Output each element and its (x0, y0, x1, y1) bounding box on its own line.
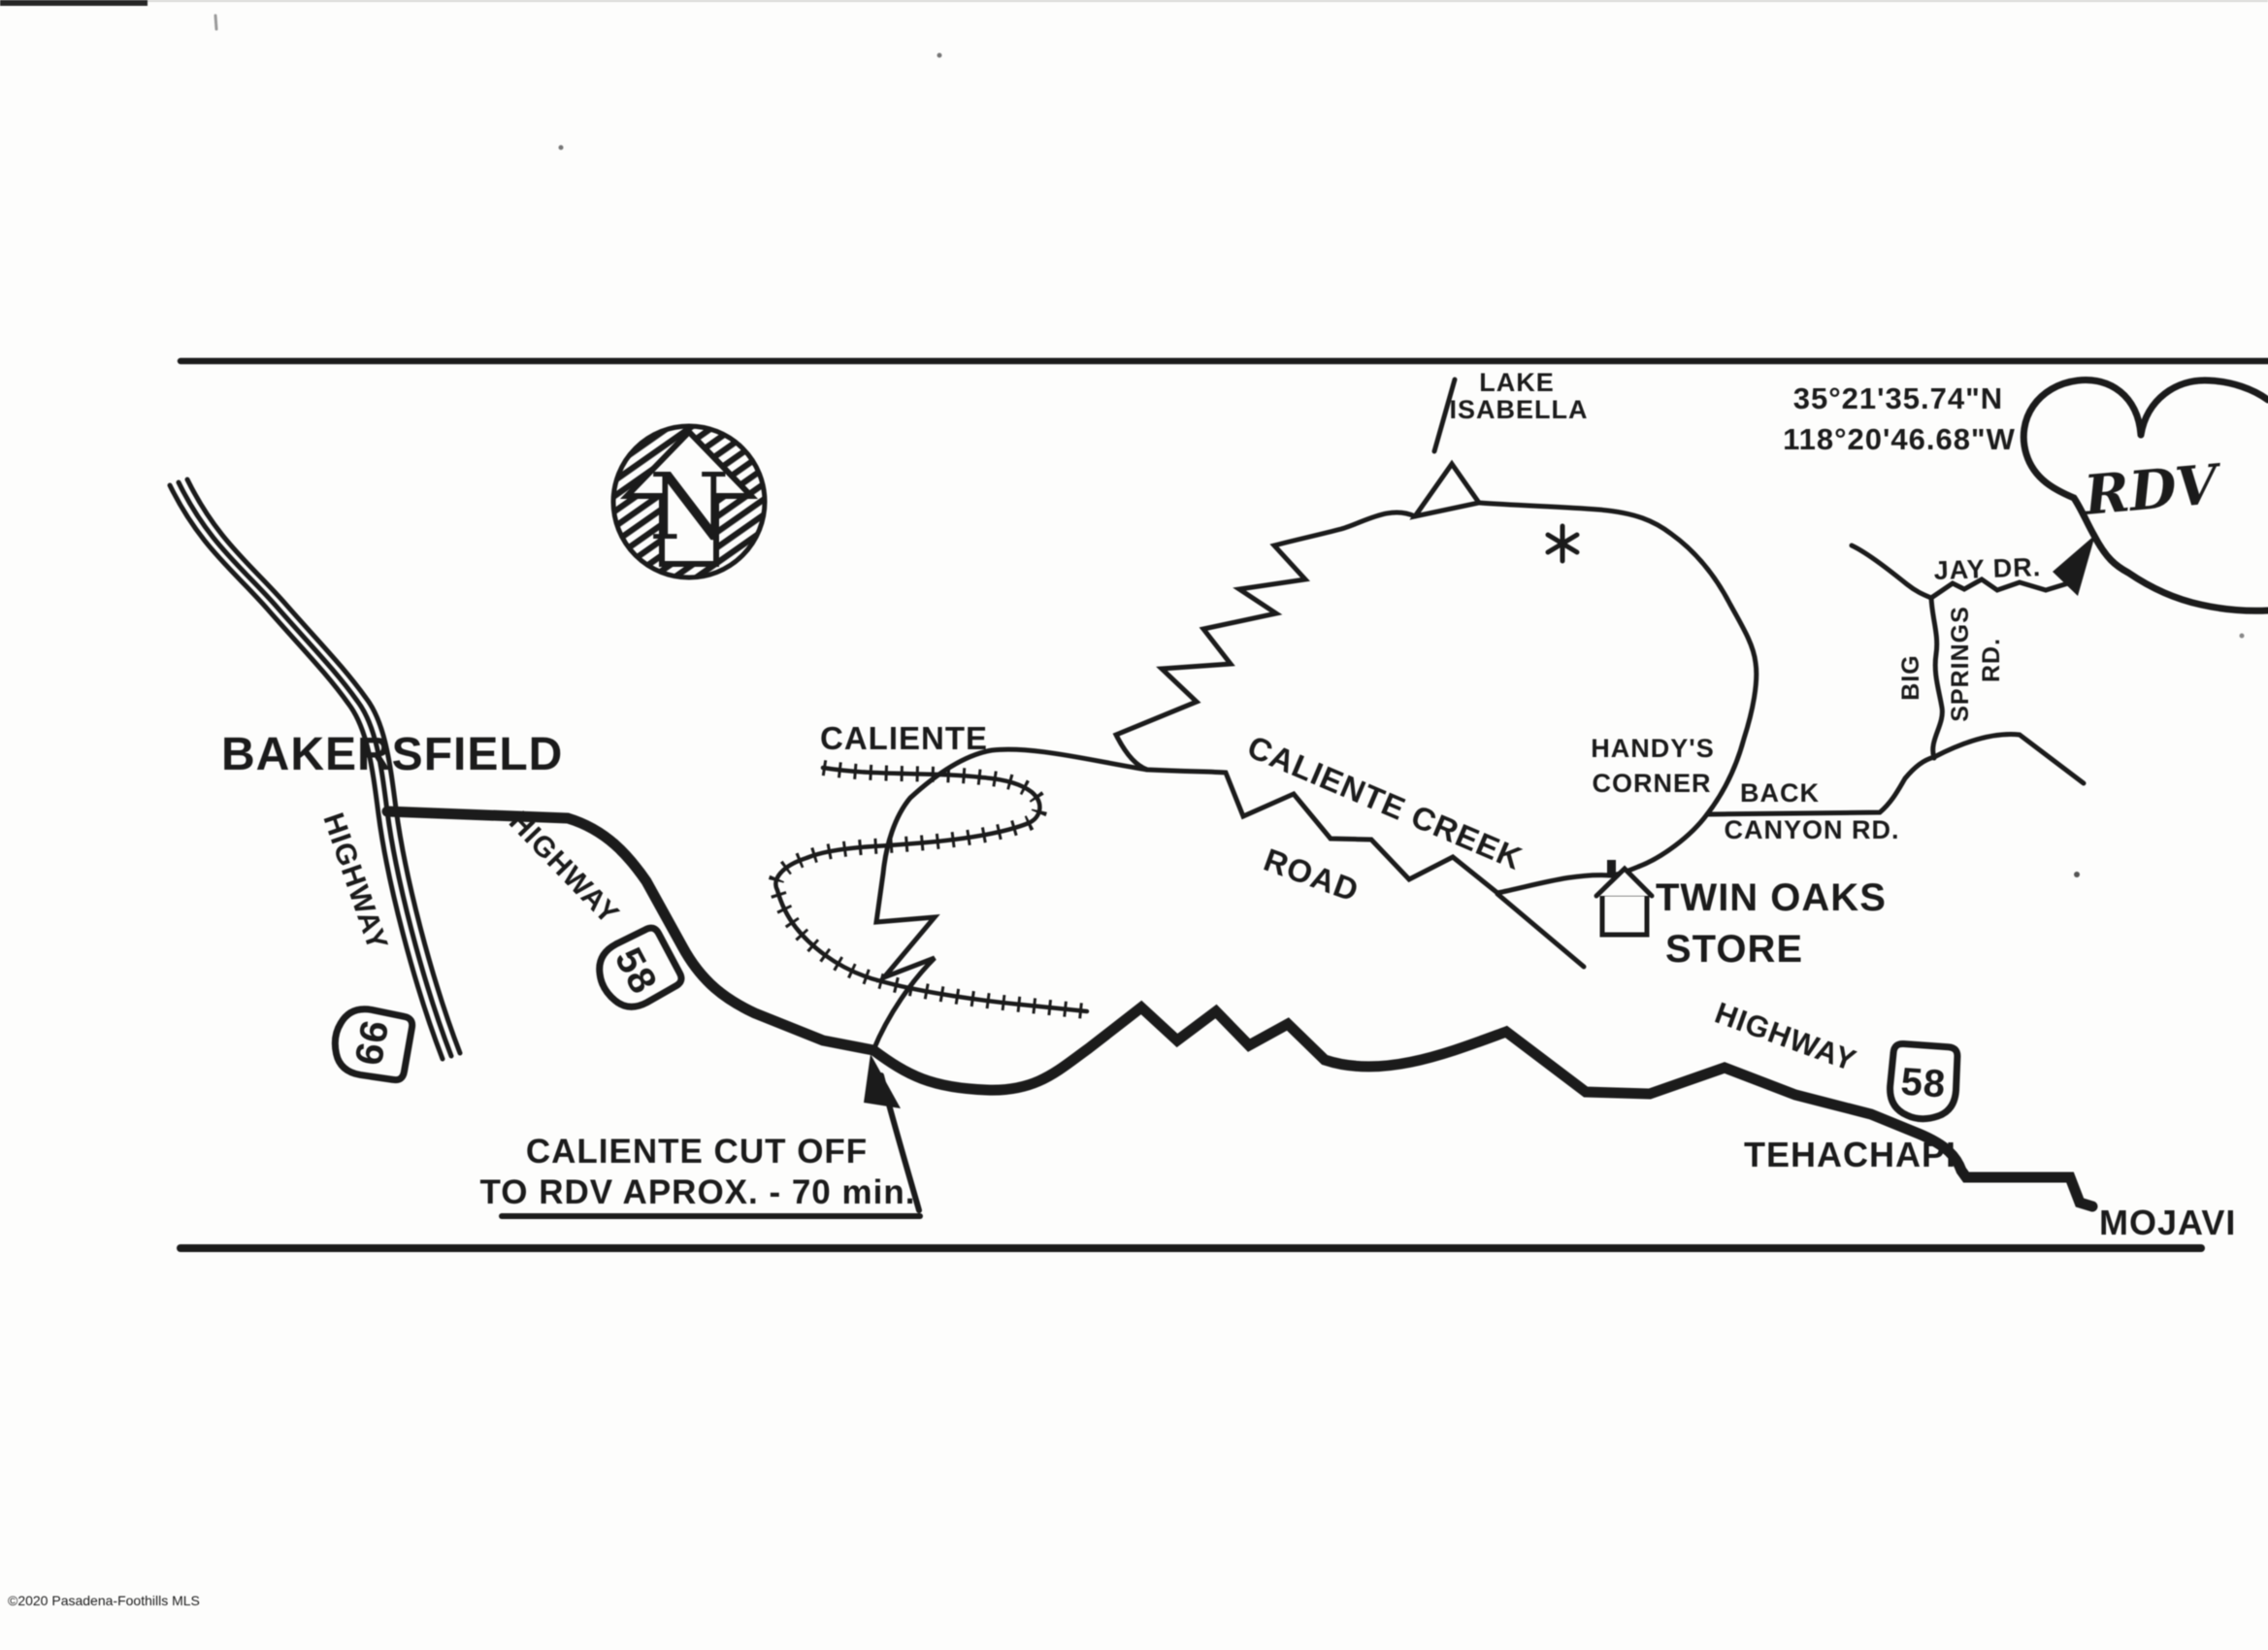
highway-58-west-shield: 58 (589, 924, 685, 1017)
highway-99-shield: 99 (330, 1005, 413, 1082)
tehachapi-label: TEHACHAPI (1744, 1135, 1956, 1174)
north-arrow-icon (619, 427, 759, 567)
jay-drive-label: JAY DR. (1933, 552, 2042, 585)
caliente-label: CALIENTE (820, 720, 988, 756)
back-canyon-line2: CANYON RD. (1724, 815, 1899, 844)
store-house-icon (1594, 860, 1655, 938)
bakersfield-label: BAKERSFIELD (221, 729, 563, 780)
lake-isabella-pointer-line (1431, 377, 1458, 454)
big-springs-word2: SPRINGS (1947, 606, 1974, 722)
highway-58-east-shield-number: 58 (1899, 1060, 1947, 1106)
railroad-track (775, 768, 1087, 1011)
mojave-label: MOJAVI (2099, 1203, 2236, 1242)
asterisk-landmark-icon (1545, 523, 1580, 564)
lake-label-line1: LAKE (1479, 368, 1555, 397)
scan-corner-bar (0, 0, 148, 6)
lake-delta-shape (1409, 459, 1484, 520)
coordinates-lat: 35°21'35.74"N (1793, 381, 2003, 415)
handys-corner-line2: CORNER (1592, 769, 1711, 798)
caliente-creek-road-label: ROAD (1260, 842, 1364, 908)
highway-99-shield-number: 99 (345, 1017, 395, 1069)
cutoff-note-line2: TO RDV APROX. - 70 min. (480, 1173, 916, 1211)
scan-speck (2074, 872, 2080, 877)
big-springs-word3: RD. (1978, 638, 2005, 682)
highway-58-west-label: HIGHWAY (503, 806, 625, 931)
handys-corner-line1: HANDY'S (1591, 734, 1714, 763)
twin-oaks-line1: TWIN OAKS (1656, 876, 1887, 919)
rdv-destination-label: RDV (2080, 452, 2225, 528)
scan-speck (214, 14, 218, 31)
big-springs-road (1928, 595, 1945, 761)
cutoff-note-line1: CALIENTE CUT OFF (526, 1133, 868, 1171)
highway-58-east-shield: 58 (1888, 1043, 1958, 1121)
note-arrowhead-icon (864, 1054, 901, 1108)
copyright-label: ©2020 Pasadena-Foothills MLS (8, 1593, 200, 1608)
back-canyon-road (1704, 732, 2087, 817)
lake-label-line2: ISABELLA (1450, 395, 1589, 424)
loop-road-west-and-creek-road (1112, 510, 1614, 896)
jay-drive-road (1849, 543, 2071, 601)
spur-road (1495, 891, 1587, 970)
coordinates-lon: 118°20'46.68"W (1783, 422, 2016, 456)
scan-speck (937, 52, 942, 58)
back-canyon-line1: BACK (1740, 778, 1820, 808)
compass-rose: N (610, 423, 768, 580)
compass-north-letter: N (648, 454, 729, 561)
rdv-heart-shape (2020, 377, 2268, 614)
scan-speck (558, 145, 564, 150)
big-springs-word1: BIG (1897, 654, 1924, 700)
scan-speck (2239, 633, 2245, 639)
loop-road-east (1476, 500, 1759, 878)
highway-58-road (381, 806, 2098, 1212)
jay-drive-arrowhead-icon (2053, 535, 2095, 596)
caliente-cutoff-road (871, 746, 1150, 1053)
twin-oaks-line2: STORE (1665, 928, 1803, 971)
scan-edge (0, 0, 2268, 2)
